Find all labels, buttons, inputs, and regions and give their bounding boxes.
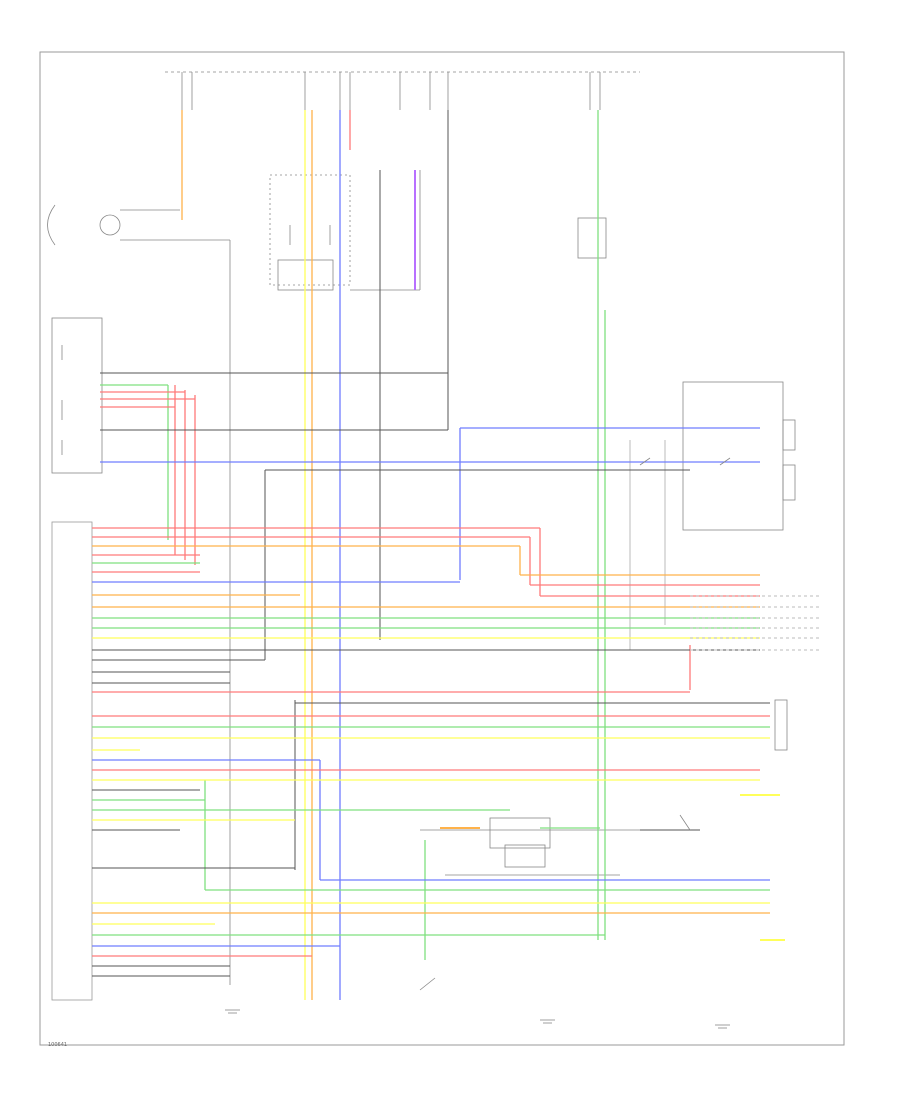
- right-output-connector: [774, 699, 788, 751]
- diagram-frame: [39, 51, 845, 1046]
- ecu-connector: [51, 521, 93, 1001]
- door-switch-box: [682, 381, 796, 531]
- switch-symbols: [419, 457, 731, 991]
- ground-symbols: [225, 1009, 730, 1029]
- top-fuse-group: [165, 71, 640, 110]
- footer-code: 100641: [48, 1042, 67, 1048]
- combination-switch: [269, 170, 421, 291]
- left-module-box: [51, 317, 103, 474]
- door-key-switch: [577, 217, 607, 259]
- vertical-wires: [167, 110, 691, 1000]
- lock-actuator-relay: [420, 817, 640, 876]
- lamp-coil: [47, 204, 231, 985]
- horizontal-wires: [92, 372, 820, 977]
